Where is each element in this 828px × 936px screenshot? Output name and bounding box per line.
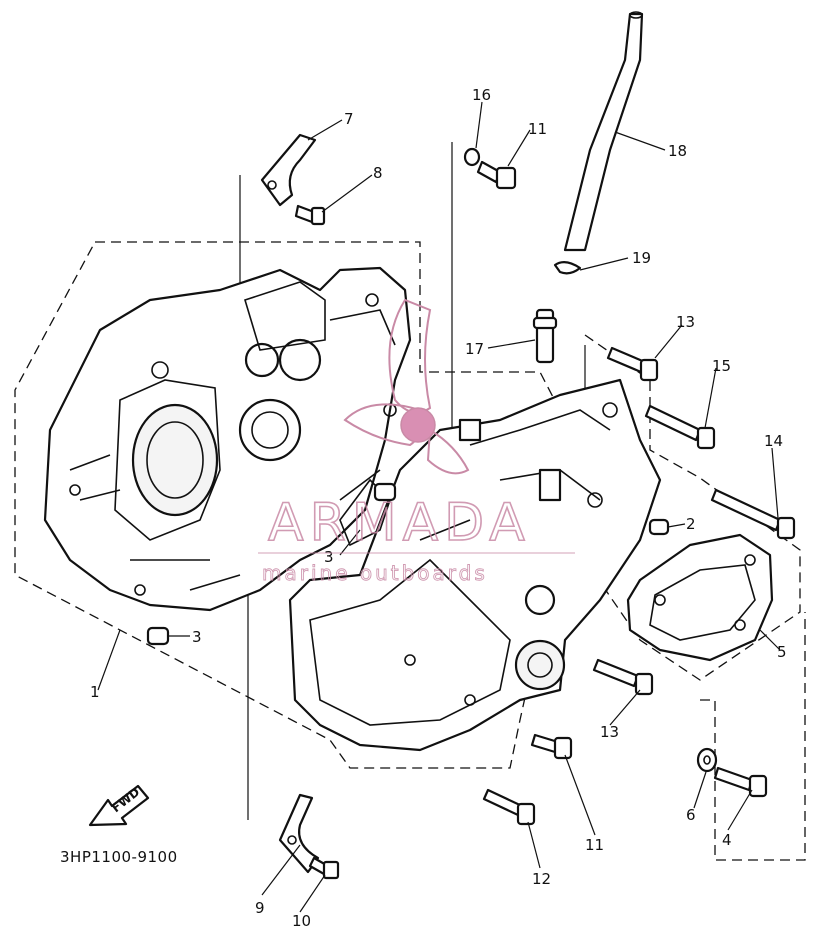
- forward-arrow: FWD: [88, 785, 150, 827]
- watermark-tagline: marine outboards: [262, 561, 488, 585]
- callout-4: 4: [722, 831, 732, 849]
- watermark: ARMADA marine outboards: [258, 298, 575, 585]
- pipe-clip: [553, 261, 582, 275]
- callout-13a: 13: [676, 313, 695, 331]
- bolt-14: [710, 488, 796, 540]
- callout-6: 6: [686, 806, 696, 824]
- callout-1: 1: [90, 683, 100, 701]
- callout-3a: 3: [192, 628, 202, 646]
- bolt-11-top: [476, 160, 517, 190]
- callout-12: 12: [532, 870, 551, 888]
- pipe-fitting: [532, 308, 558, 364]
- bolt-11-bottom: [530, 733, 573, 760]
- dowel-pin-left: [146, 626, 170, 646]
- crankcase-left: [43, 266, 412, 612]
- watermark-propeller-icon: [343, 298, 470, 475]
- crankcase-cover: [626, 533, 774, 662]
- watermark-brand: ARMADA: [268, 493, 531, 553]
- callout-19: 19: [632, 249, 651, 267]
- callout-5: 5: [777, 643, 787, 661]
- callout-16: 16: [472, 86, 491, 104]
- breather-pipe: [563, 11, 644, 252]
- callout-18: 18: [668, 142, 687, 160]
- reference-code: 3HP1100-9100: [60, 848, 178, 866]
- washer-16: [463, 147, 481, 167]
- washer-6: [696, 747, 718, 773]
- crankcase-right: [288, 378, 662, 752]
- dowel-pin-center: [373, 482, 397, 502]
- assembly-outline-bolts: [700, 612, 806, 861]
- callout-10: 10: [292, 912, 311, 930]
- bearing-stopper-top: [260, 133, 317, 207]
- callout-17: 17: [465, 340, 484, 358]
- bolt-4: [713, 766, 768, 798]
- callout-3b: 3: [324, 548, 334, 566]
- bolt-10: [308, 856, 340, 880]
- callout-11b: 11: [585, 836, 604, 854]
- dowel-pin-right: [648, 518, 670, 536]
- callout-14: 14: [764, 432, 783, 450]
- callout-9: 9: [255, 899, 265, 917]
- bolt-8: [294, 204, 326, 226]
- callout-8: 8: [373, 164, 383, 182]
- callout-labels: 1 2 3 3 4 5 6 7 8 9 10 11 11 12 13 13 14…: [90, 86, 787, 930]
- callout-15: 15: [712, 357, 731, 375]
- leader-lines: [97, 101, 781, 913]
- bolt-13-top: [606, 346, 659, 382]
- callout-13b: 13: [600, 723, 619, 741]
- callout-2: 2: [686, 515, 696, 533]
- bolt-13-bottom: [592, 658, 654, 696]
- bolt-12: [482, 788, 536, 826]
- assembly-outline-right: [584, 334, 801, 681]
- callout-11a: 11: [528, 120, 547, 138]
- assembly-outline-left: [14, 241, 571, 769]
- callout-7: 7: [344, 110, 354, 128]
- bolt-15: [644, 404, 716, 450]
